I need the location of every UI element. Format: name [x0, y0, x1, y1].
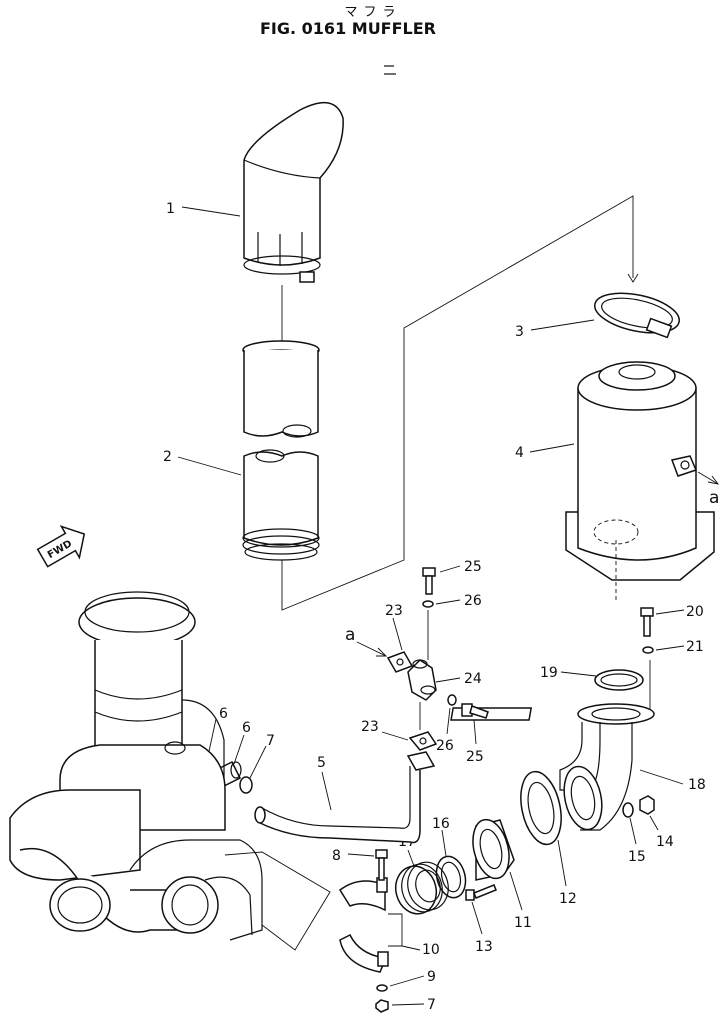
callout-25-upper: 25	[464, 559, 482, 575]
callout-22: 21	[686, 639, 704, 655]
callout-10: 9	[427, 969, 436, 985]
leader-4	[529, 443, 575, 453]
leader-2	[177, 456, 242, 476]
callout-1: 1	[166, 201, 175, 217]
arrow-to-clamp	[627, 273, 639, 283]
leader-25a	[439, 565, 461, 573]
leader-5	[321, 771, 332, 811]
part-11-clamp-lower	[339, 933, 389, 973]
engine-assembly	[9, 591, 331, 951]
leader-1	[181, 206, 241, 217]
callout-25-lower: 25	[466, 749, 484, 765]
callout-7-right: 7	[266, 733, 275, 749]
arrow-a-left	[356, 641, 387, 657]
part-14-bolt	[465, 884, 497, 901]
leader-3	[530, 319, 595, 331]
leader-6	[233, 734, 245, 765]
callout-5: 5	[317, 755, 326, 771]
leader-25b	[473, 719, 477, 745]
callout-13: 12	[559, 891, 577, 907]
leader-18	[441, 829, 447, 857]
leader-21	[655, 609, 685, 615]
part-20-gasket	[594, 669, 644, 691]
callout-26-lower: 26	[436, 738, 454, 754]
callout-4: 4	[515, 445, 524, 461]
part-23-gasket-lower	[408, 731, 438, 751]
leader-23a	[392, 617, 403, 651]
part-13-gasket	[520, 770, 562, 846]
part-11-clamp-upper	[338, 877, 388, 912]
callout-26-upper: 26	[464, 593, 482, 609]
part-21-bolt	[640, 607, 654, 637]
part-9-nut	[375, 999, 389, 1013]
callout-7-left: 6	[219, 706, 228, 722]
part-24-elbow-pipe	[407, 659, 437, 701]
callout-20: 19	[540, 665, 558, 681]
leader-11	[388, 913, 403, 947]
leader-22	[655, 645, 685, 651]
leader-14	[471, 901, 483, 935]
callout-11: 10	[422, 942, 440, 958]
part-16-washer	[622, 802, 634, 818]
callout-19: 18	[688, 777, 706, 793]
callout-23-lower: 23	[361, 719, 379, 735]
leader-15	[649, 815, 659, 831]
part-12-flange	[472, 818, 515, 881]
part-26-washer-upper	[422, 600, 434, 608]
leader-7a	[207, 718, 217, 757]
part-25-bolt-upper	[422, 567, 436, 595]
callout-24: 24	[464, 671, 482, 687]
arrow-a-right	[697, 471, 719, 485]
part-22-washer	[642, 646, 654, 654]
leader-9	[391, 1003, 425, 1006]
leader-7b	[249, 745, 267, 779]
callout-6: 6	[242, 720, 251, 736]
part-3-clamp	[594, 292, 680, 339]
part-7-clamp-right	[239, 776, 253, 794]
leader-12	[509, 871, 523, 911]
part-8-bolt	[375, 849, 388, 881]
reference-mark-a-right: a	[709, 488, 719, 508]
callout-9: 7	[427, 997, 436, 1013]
page-title: FIG. 0161 MUFFLER	[260, 19, 436, 38]
leader-26b	[446, 707, 451, 735]
leader-26a	[435, 599, 461, 605]
forward-direction-arrow: FWD	[36, 525, 86, 568]
callout-23-upper: 23	[385, 603, 403, 619]
leader-16	[629, 817, 637, 845]
callout-16: 15	[628, 849, 646, 865]
callout-8: 8	[332, 848, 341, 864]
part-15-nut	[639, 795, 655, 815]
leader-23b	[381, 731, 409, 741]
callout-3: 3	[515, 324, 524, 340]
leader-13	[557, 839, 567, 887]
callout-18: 16	[432, 816, 450, 832]
reference-mark-a-left: a	[345, 625, 355, 645]
part-1-tail-pipe	[243, 101, 344, 283]
leader-17	[407, 849, 415, 867]
callout-2: 2	[163, 449, 172, 465]
part-5-pipe	[254, 751, 436, 844]
part-2-upper-section	[242, 340, 320, 438]
part-25-bolt-lower	[461, 703, 489, 719]
part-23-gasket-upper	[386, 651, 414, 673]
leader-10	[389, 975, 425, 987]
callout-12: 11	[514, 915, 532, 931]
part-17-bellows	[394, 861, 449, 915]
title-japanese: マフラ	[344, 5, 401, 20]
part-18-ring	[435, 855, 467, 899]
callout-15: 14	[656, 834, 674, 850]
leader-24	[435, 677, 461, 683]
leader-8	[347, 853, 375, 857]
part-26-washer-lower	[447, 694, 457, 706]
part-10-washer	[376, 984, 388, 992]
callout-14: 13	[475, 939, 493, 955]
part-4-muffler-body	[565, 361, 715, 600]
part-2-lower-section	[242, 449, 320, 561]
assembly-line-main	[281, 195, 634, 611]
callout-21: 20	[686, 604, 704, 620]
leader-20	[560, 671, 597, 677]
leader-19	[639, 769, 684, 785]
